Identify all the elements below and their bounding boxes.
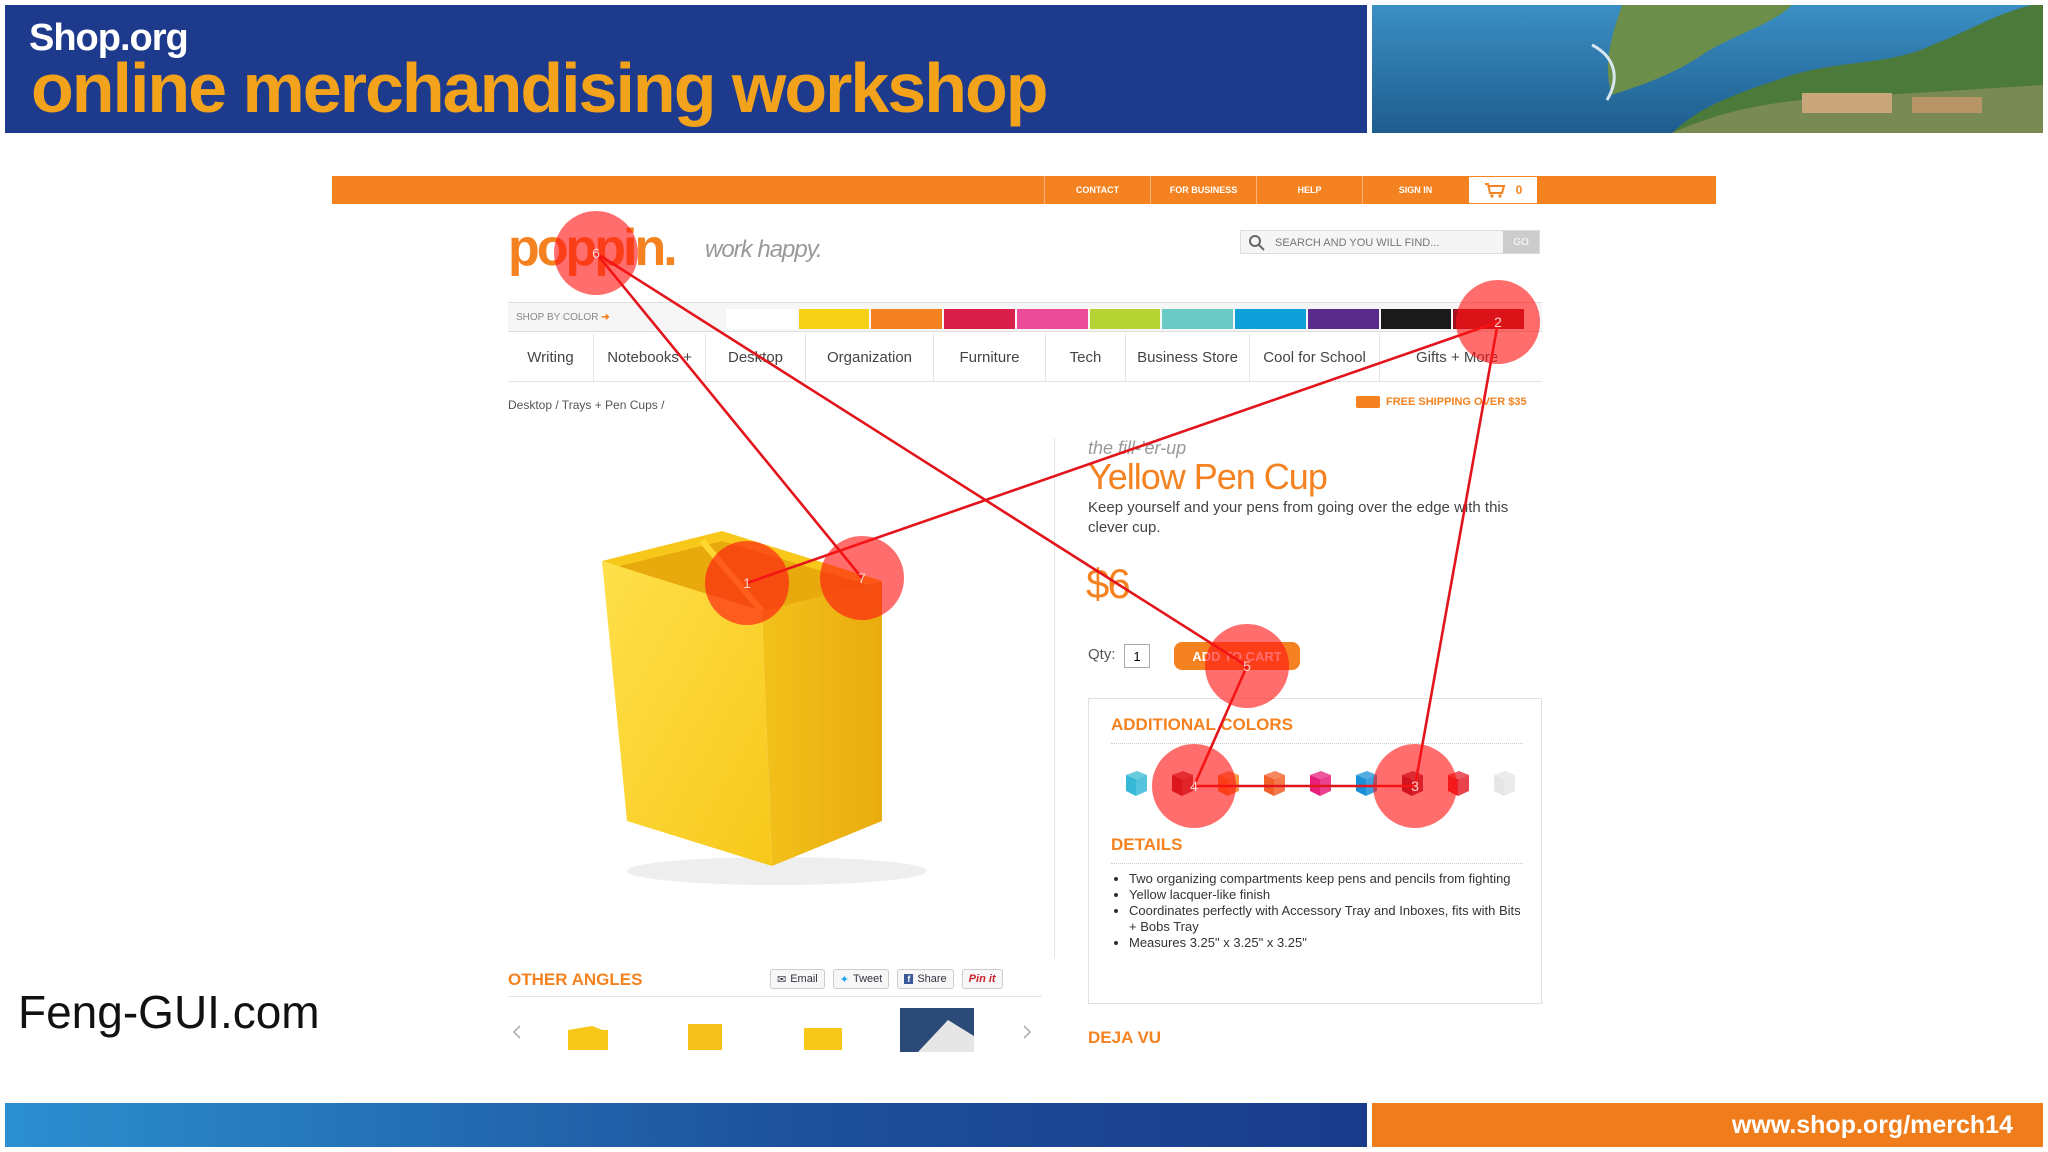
- color-swatch[interactable]: [1235, 309, 1306, 329]
- additional-colors-list: [1123, 769, 1517, 797]
- nav-desktop[interactable]: Desktop: [706, 333, 806, 382]
- next-arrow-icon: [1023, 1025, 1032, 1039]
- color-swatch-strip: [726, 309, 1526, 329]
- truck-icon: [1356, 396, 1380, 408]
- breadcrumb[interactable]: Desktop / Trays + Pen Cups /: [508, 398, 665, 412]
- yellow-pen-cup-image[interactable]: [582, 521, 962, 891]
- shop-by-color-bar: SHOP BY COLOR ➜: [508, 302, 1542, 332]
- poppin-product-page: CONTACT FOR BUSINESS HELP SIGN IN 0 popp…: [332, 176, 1716, 1056]
- nav-tech[interactable]: Tech: [1046, 333, 1126, 382]
- coastline-photo: [1372, 5, 2043, 133]
- free-shipping-text: FREE SHIPPING OVER $35: [1386, 396, 1527, 408]
- column-divider: [1054, 438, 1055, 958]
- details-list: Two organizing compartments keep pens an…: [1111, 871, 1531, 951]
- angle-thumbnail: [568, 1026, 608, 1050]
- topnav-contact[interactable]: CONTACT: [1044, 176, 1150, 204]
- angle-thumbnail: [804, 1028, 842, 1050]
- top-utility-nav: CONTACT FOR BUSINESS HELP SIGN IN 0: [1044, 176, 1538, 204]
- color-swatch[interactable]: [726, 309, 797, 329]
- colors-details-panel: ADDITIONAL COLORS DETAILS Two organizing…: [1088, 698, 1542, 1004]
- feng-gui-watermark: Feng-GUI.com: [18, 986, 320, 1038]
- shop-by-color-label[interactable]: SHOP BY COLOR ➜: [516, 311, 610, 323]
- color-option-cube[interactable]: [1491, 769, 1517, 797]
- nav-gifts-more[interactable]: Gifts + More: [1415, 349, 1499, 366]
- color-swatch[interactable]: [1016, 309, 1088, 329]
- cart-icon: [1484, 183, 1505, 198]
- tagline: work happy.: [705, 236, 823, 263]
- slide-title: online merchandising workshop: [31, 49, 1048, 127]
- topnav-help[interactable]: HELP: [1256, 176, 1362, 204]
- product-price: $6: [1086, 560, 1131, 607]
- facebook-icon: f: [904, 974, 914, 984]
- color-option-cube[interactable]: [1123, 769, 1149, 797]
- other-angles-heading: OTHER ANGLES: [508, 970, 643, 989]
- detail-item: Yellow lacquer-like finish: [1129, 887, 1531, 903]
- additional-colors-heading: ADDITIONAL COLORS: [1111, 715, 1293, 734]
- detail-item: Measures 3.25" x 3.25" x 3.25": [1129, 935, 1531, 951]
- footer-bar-blue: [5, 1103, 1367, 1147]
- color-swatch[interactable]: [1307, 309, 1379, 329]
- nav-notebooks[interactable]: Notebooks +: [594, 333, 706, 382]
- details-heading: DETAILS: [1111, 835, 1183, 854]
- topnav-for-business[interactable]: FOR BUSINESS: [1150, 176, 1256, 204]
- nav-cool-for-school[interactable]: Cool for School: [1250, 333, 1380, 382]
- nav-business-store[interactable]: Business Store: [1126, 333, 1250, 382]
- search-icon: [1249, 235, 1265, 251]
- nav-writing[interactable]: Writing: [508, 333, 594, 382]
- nav-organization[interactable]: Organization: [806, 333, 934, 382]
- detail-item: Two organizing compartments keep pens an…: [1129, 871, 1531, 887]
- category-nav: Writing Notebooks + Desktop Organization…: [508, 333, 1542, 382]
- color-option-cube[interactable]: [1307, 769, 1333, 797]
- color-swatch[interactable]: [1089, 309, 1161, 329]
- color-swatch[interactable]: [871, 309, 943, 329]
- color-option-cube[interactable]: [1169, 769, 1195, 797]
- quantity-label: Qty:: [1088, 646, 1116, 663]
- free-shipping-banner[interactable]: FREE SHIPPING OVER $35: [1356, 396, 1527, 408]
- email-share-button[interactable]: ✉Email: [770, 969, 825, 989]
- color-swatch[interactable]: [944, 309, 1015, 329]
- angle-thumbnail: [688, 1024, 722, 1050]
- color-swatch[interactable]: [798, 309, 870, 329]
- color-option-cube[interactable]: [1353, 769, 1379, 797]
- add-to-cart-button[interactable]: ADD TO CART: [1174, 642, 1300, 670]
- footer-bar-orange: www.shop.org/merch14: [1372, 1103, 2043, 1147]
- color-option-cube[interactable]: [1215, 769, 1241, 797]
- other-angles-thumbnails: [512, 1008, 1032, 1052]
- product-title: Yellow Pen Cup: [1088, 456, 1328, 497]
- color-swatch[interactable]: [1453, 309, 1525, 329]
- detail-item: Coordinates perfectly with Accessory Tra…: [1129, 903, 1531, 935]
- color-swatch[interactable]: [1162, 309, 1234, 329]
- slide-header-banner: Shop.org online merchandising workshop: [5, 5, 1367, 133]
- cart-count: 0: [1515, 183, 1523, 197]
- cart-button[interactable]: 0: [1468, 176, 1538, 204]
- twitter-icon: ✦: [839, 973, 849, 986]
- color-option-cube[interactable]: [1261, 769, 1287, 797]
- poppin-logo[interactable]: poppin.: [508, 219, 678, 277]
- color-swatch[interactable]: [1380, 309, 1452, 329]
- envelope-icon: ✉: [777, 973, 787, 986]
- quantity-input[interactable]: [1124, 644, 1150, 668]
- search-box: GO: [1240, 230, 1540, 254]
- search-input[interactable]: [1275, 235, 1495, 251]
- search-go-button[interactable]: GO: [1503, 231, 1539, 253]
- deja-vu-heading: DEJA VU: [1088, 1028, 1162, 1047]
- angle-thumbnail: [900, 1008, 974, 1052]
- tweet-button[interactable]: ✦Tweet: [832, 969, 890, 989]
- divider: [1111, 863, 1523, 864]
- pin-it-button[interactable]: Pin it: [961, 969, 1003, 989]
- arrow-right-icon: ➜: [601, 311, 610, 323]
- divider: [1111, 743, 1523, 744]
- color-option-cube[interactable]: [1445, 769, 1471, 797]
- footer-url: www.shop.org/merch14: [1731, 1111, 2013, 1139]
- topnav-sign-in[interactable]: SIGN IN: [1362, 176, 1468, 204]
- prev-arrow-icon: [512, 1025, 521, 1039]
- color-option-cube[interactable]: [1399, 769, 1425, 797]
- shop-org-logo: Shop.org: [29, 17, 189, 59]
- nav-furniture[interactable]: Furniture: [934, 333, 1046, 382]
- product-description: Keep yourself and your pens from going o…: [1088, 499, 1509, 536]
- divider: [508, 996, 1042, 997]
